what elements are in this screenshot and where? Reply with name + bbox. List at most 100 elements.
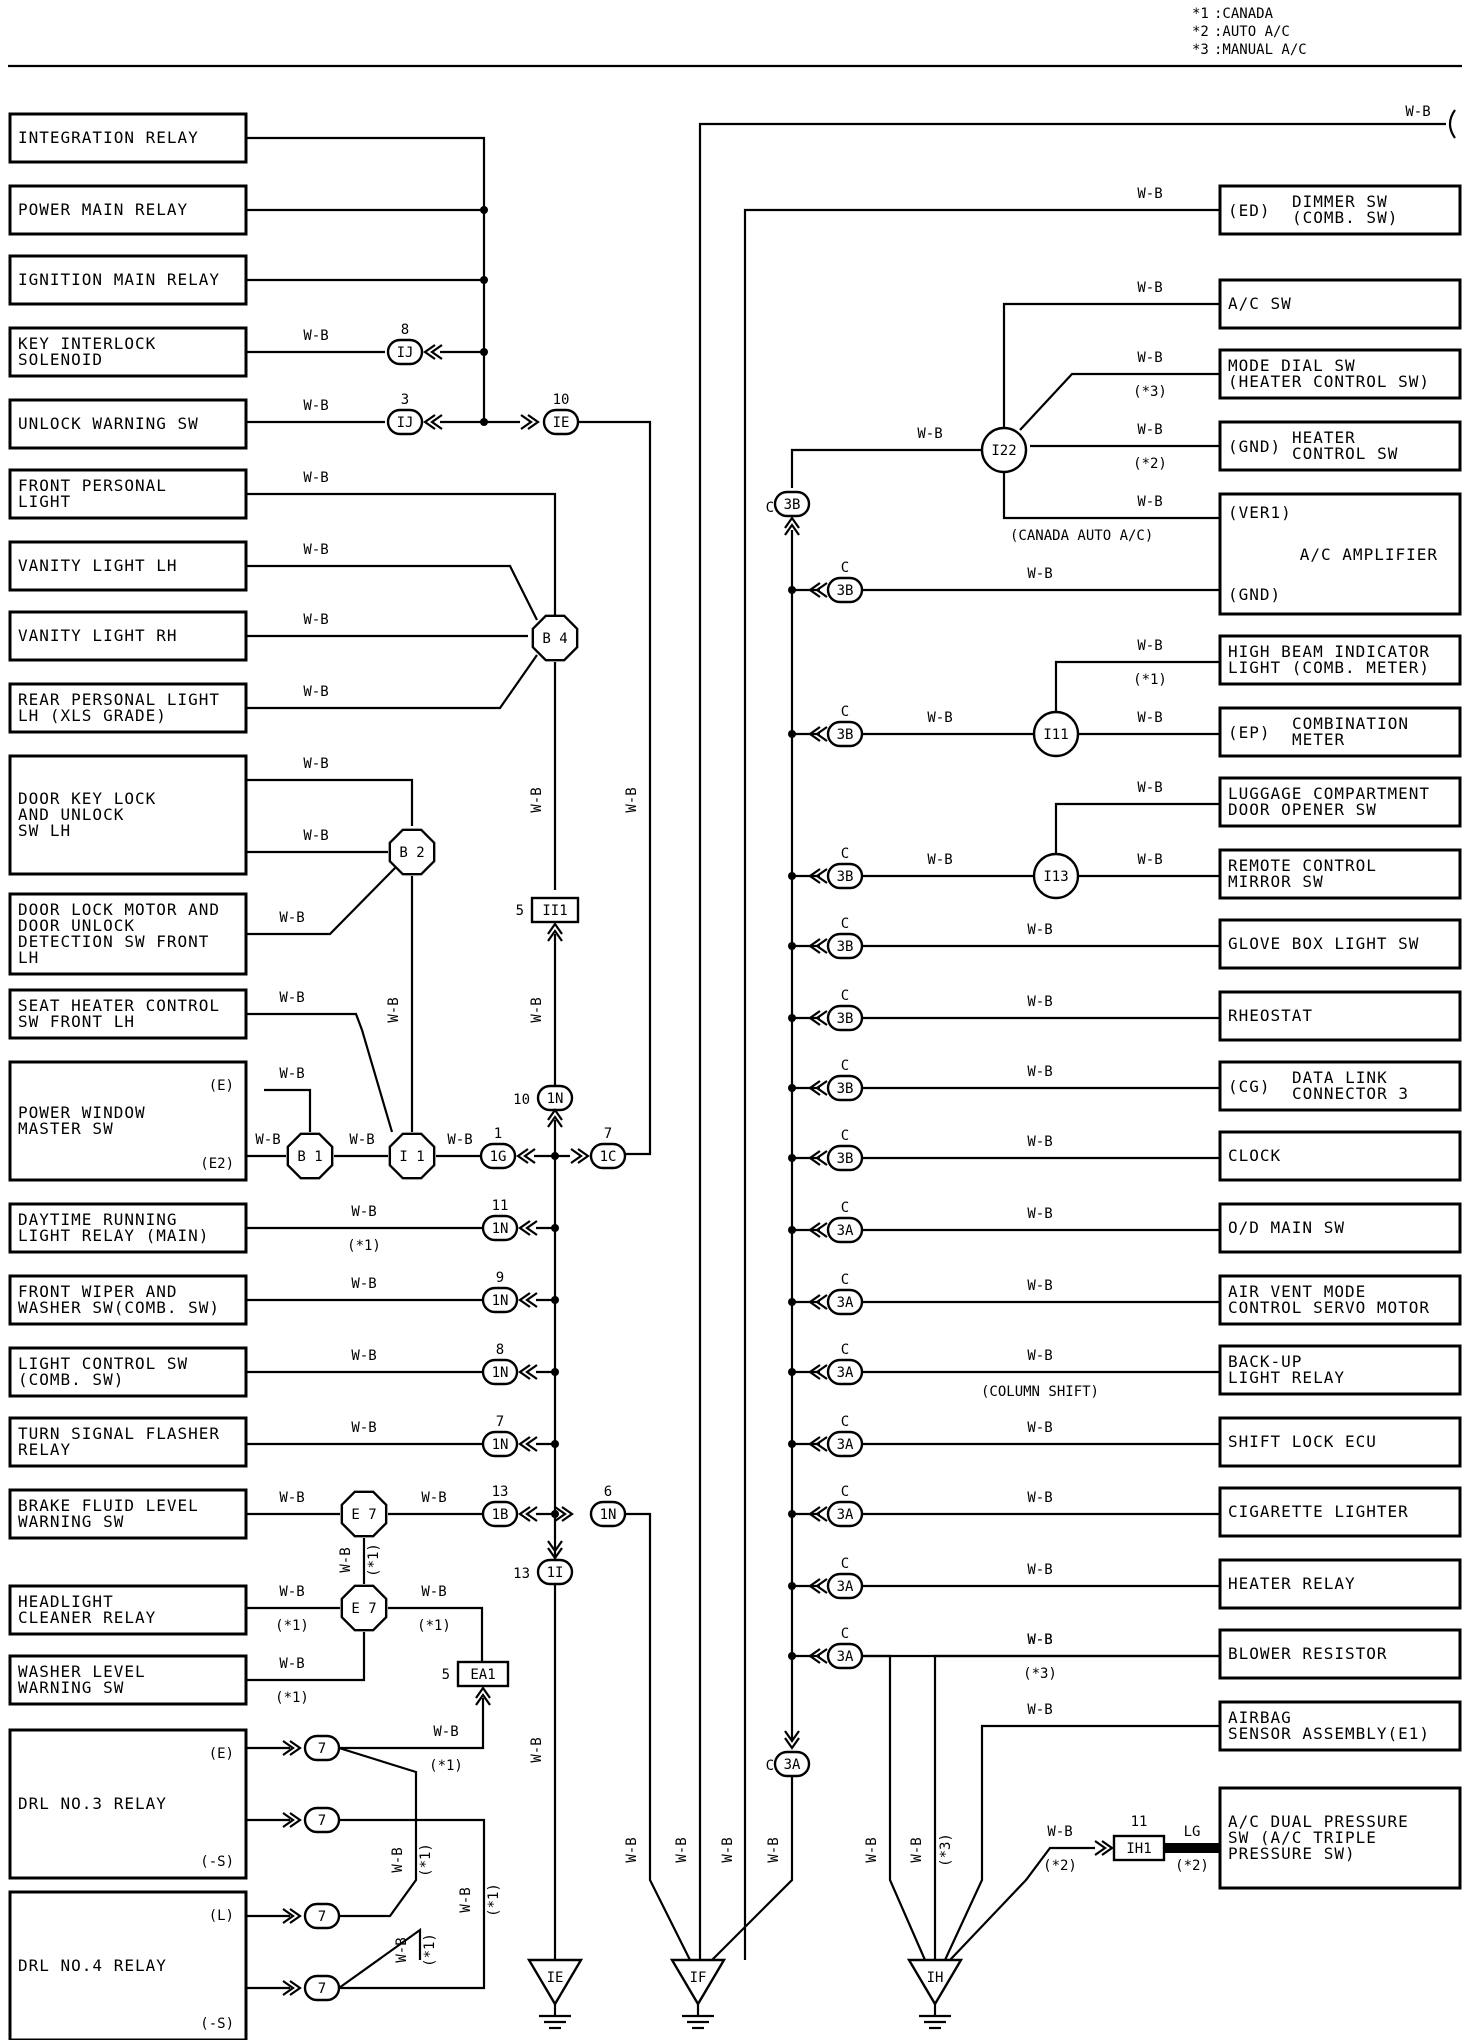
c-label: C [841, 1200, 849, 1216]
connector-label: 3B [784, 497, 801, 513]
wire-color-label: W-B [447, 1132, 472, 1148]
note-label-vertical: (*1) [366, 1543, 382, 1577]
component-label: SW (A/C TRIPLE [1228, 1828, 1377, 1847]
note-label: (*3) [1133, 384, 1167, 400]
note-label: (*1) [275, 1690, 309, 1706]
component-label: DOOR KEY LOCK [18, 789, 156, 808]
c-label: C [841, 916, 849, 932]
arrow-left [808, 1436, 821, 1452]
pin-label: (EP) [1228, 723, 1271, 742]
wire-color-label: W-B [927, 852, 952, 868]
arrow-left [815, 582, 828, 598]
arrow-down [784, 1730, 800, 1743]
wire-color-label: W-B [303, 756, 328, 772]
component-box [1218, 492, 1462, 616]
wire-color-label: W-B [279, 990, 304, 1006]
component-label: INTEGRATION RELAY [18, 128, 199, 147]
arrow-left [808, 868, 821, 884]
arrow-left [808, 1578, 821, 1594]
connector-label: 1N [600, 1507, 617, 1523]
wire-color-label: W-B [1137, 780, 1162, 796]
arrow-left [518, 1220, 531, 1236]
legend-key: *2 [1192, 24, 1209, 40]
arrow-left [518, 1436, 531, 1452]
wire-color-label-vertical: W-B [624, 1837, 640, 1862]
wire-color-label: W-B [279, 1584, 304, 1600]
wire-color-label: W-B [1027, 1348, 1052, 1364]
component-box [1218, 1786, 1462, 1890]
junction-label: E 7 [351, 1601, 376, 1617]
component-box [8, 1346, 248, 1398]
wire-color-label-vertical: W-B [458, 1887, 474, 1912]
connector-label: 3A [837, 1223, 854, 1239]
connector-box [1112, 1834, 1166, 1862]
wire-color-label: W-B [349, 1132, 374, 1148]
c-label: C [841, 1058, 849, 1074]
component-label: SW LH [18, 821, 71, 840]
component-label: CONTROL SERVO MOTOR [1228, 1298, 1430, 1317]
junction-dot [480, 276, 488, 284]
component-label: WASHER LEVEL [18, 1662, 146, 1681]
component-label: COMBINATION [1292, 714, 1409, 733]
lg-wire [1164, 1843, 1220, 1853]
pin-number: 8 [496, 1342, 504, 1358]
component-label: SENSOR ASSEMBLY(E1) [1228, 1724, 1430, 1743]
wire-color-label-vertical: W-B [674, 1837, 690, 1862]
component-label: REAR PERSONAL LIGHT [18, 690, 220, 709]
component-label: PRESSURE SW) [1228, 1844, 1356, 1863]
ground-label: IH [927, 1970, 944, 1986]
wire-color-label-vertical: W-B [338, 1547, 354, 1572]
arrow-left [518, 1364, 531, 1380]
wire-color-label: W-B [351, 1348, 376, 1364]
c-label: C [841, 846, 849, 862]
connector-label: 3A [837, 1507, 854, 1523]
pin-number: 3 [401, 392, 409, 408]
arrow-left [815, 1578, 828, 1594]
arrow-right [570, 1148, 583, 1164]
wire [625, 1512, 691, 1961]
arrow-left [430, 344, 443, 360]
ground-triangle [669, 1958, 727, 2007]
component-label: POWER MAIN RELAY [18, 200, 188, 219]
arrow-right [282, 1980, 295, 1996]
component-label: CONTROL SW [1292, 444, 1398, 463]
junction-connector [388, 828, 436, 876]
arrow-left [808, 582, 821, 598]
pin-label: (CG) [1228, 1077, 1271, 1096]
connector-label: 3B [837, 869, 854, 885]
wire-color-label: W-B [1027, 1632, 1052, 1648]
component-label: BRAKE FLUID LEVEL [18, 1496, 199, 1515]
pin-number: 6 [604, 1484, 612, 1500]
wire-color-label-vertical: W-B [529, 997, 545, 1022]
wire-color-label-vertical: W-B [529, 1737, 545, 1762]
arrow-left [808, 1222, 821, 1238]
arrow-left [815, 938, 828, 954]
component-box [8, 1488, 248, 1540]
legend-key: *3 [1192, 42, 1209, 58]
connector-label: IH1 [1126, 1841, 1151, 1857]
component-label: FRONT PERSONAL [18, 476, 167, 495]
arrow-right [289, 1740, 302, 1756]
component-label: TURN SIGNAL FLASHER [18, 1424, 220, 1443]
arrow-left [808, 1506, 821, 1522]
wire [246, 564, 538, 621]
wire-color-label: W-B [1137, 852, 1162, 868]
component-label: LIGHT RELAY [1228, 1368, 1345, 1387]
junction-dot [480, 348, 488, 356]
pin-number: 9 [496, 1270, 504, 1286]
component-label: (COMB. SW) [1292, 208, 1398, 227]
connector-label: IE [553, 415, 570, 431]
ground-label: IE [547, 1970, 564, 1986]
wire-color-label: W-B [351, 1276, 376, 1292]
arrow-left [815, 1294, 828, 1310]
arrow-left [808, 1010, 821, 1026]
pin-label: (L) [209, 1908, 234, 1924]
component-label: METER [1292, 730, 1345, 749]
wire [339, 1818, 486, 1990]
component-label: VANITY LIGHT LH [18, 556, 178, 575]
component-box [1218, 1700, 1462, 1752]
junction-label: I11 [1043, 727, 1068, 743]
component-label: CIGARETTE LIGHTER [1228, 1502, 1409, 1521]
ground-label: IF [690, 1970, 707, 1986]
wire-color-label: W-B [1405, 104, 1430, 120]
